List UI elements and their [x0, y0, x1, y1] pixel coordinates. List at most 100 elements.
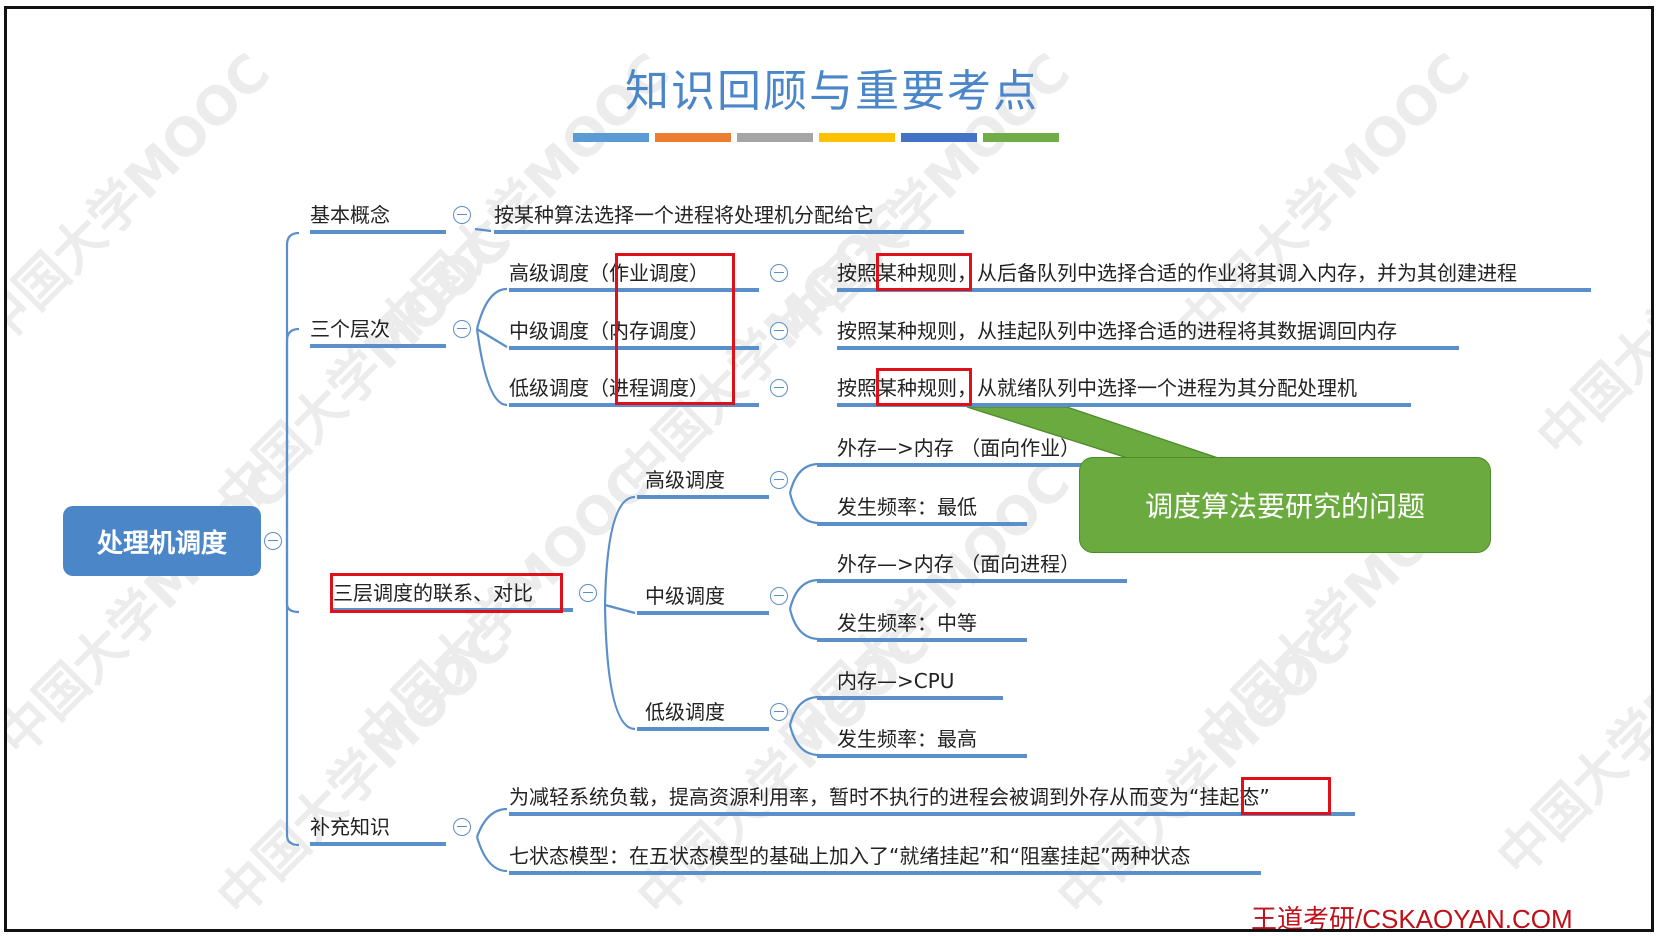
mindmap-connectors [285, 227, 1228, 873]
level-name: 高级调度 [509, 261, 589, 285]
level-alias: （进程调度） [589, 376, 709, 400]
slide-title: 知识回顾与重要考点 [625, 66, 1039, 117]
connector [474, 227, 492, 233]
color-bar [573, 133, 649, 142]
compare-item: 低级调度 [637, 699, 769, 731]
connector [788, 492, 820, 525]
callout-bubble: 调度算法要研究的问题 [1079, 457, 1491, 553]
connector [603, 495, 636, 606]
connector [476, 328, 508, 348]
desc-text: 按某种算法选择一个进程将处理机分配给它 [494, 203, 874, 227]
color-bar [901, 133, 977, 142]
branch-label: 补充知识 [310, 815, 390, 839]
connector [788, 462, 820, 494]
color-bar [983, 133, 1059, 142]
compare-detail: 发生频率：最低 [817, 494, 1027, 526]
collapse-toggle-icon[interactable] [453, 206, 471, 224]
collapse-toggle-icon[interactable] [453, 320, 471, 338]
connector [788, 695, 820, 726]
level-name: 低级调度 [509, 376, 589, 400]
desc-text: 某种规则 [877, 376, 957, 400]
connector [285, 231, 300, 537]
compare-detail: 内存—>CPU [817, 668, 1003, 700]
compare-item: 中级调度 [637, 583, 769, 615]
extra-text: 七状态模型：在五状态模型的基础上加入了“就绪挂起”和“阻塞挂起”两种状态 [509, 844, 1191, 868]
connector [475, 836, 508, 873]
connector [285, 537, 300, 614]
connector [285, 327, 300, 537]
desc-text: 按照 [837, 261, 877, 285]
connector [475, 807, 508, 838]
connector [603, 604, 636, 731]
detail-text: 发生频率：中等 [837, 611, 977, 635]
level-item: 高级调度（作业调度） [509, 260, 759, 292]
level-item: 低级调度（进程调度） [509, 375, 759, 407]
level-item: 中级调度（内存调度） [509, 318, 759, 350]
highlight-box [615, 253, 735, 405]
footer-brand: 王道考研/CSKAOYAN.COM [1251, 904, 1573, 932]
compare-item: 高级调度 [637, 467, 769, 499]
compare-detail: 外存—>内存 （面向进程） [817, 551, 1127, 583]
color-bar [655, 133, 731, 142]
collapse-toggle-icon[interactable] [770, 587, 788, 605]
detail-text: 发生频率：最低 [837, 495, 977, 519]
level-alias: （内存调度） [589, 319, 709, 343]
collapse-toggle-icon[interactable] [770, 703, 788, 721]
compare-name: 低级调度 [645, 700, 725, 724]
extra-text: “挂起态” [1189, 785, 1270, 809]
highlight-box [1241, 777, 1331, 815]
detail-text: 内存—>CPU [837, 669, 955, 693]
branch-three-levels: 三个层次 [310, 316, 446, 348]
detail-text: 外存—>内存 （面向进程） [837, 552, 1081, 576]
collapse-toggle-icon[interactable] [770, 322, 788, 340]
desc-text: ，从就绪队列中选择一个进程为其分配处理机 [957, 376, 1357, 400]
basic-concept-desc: 按某种算法选择一个进程将处理机分配给它 [494, 202, 964, 234]
extra-item: 为减轻系统负载，提高资源利用率，暂时不执行的进程会被调到外存从而变为“挂起态” [509, 784, 1355, 816]
branch-label: 三个层次 [310, 317, 390, 341]
color-bar [819, 133, 895, 142]
detail-text: 外存—>内存 （面向作业） [837, 436, 1081, 460]
level-desc: 按照某种规则，从就绪队列中选择一个进程为其分配处理机 [837, 375, 1411, 407]
compare-name: 中级调度 [645, 584, 725, 608]
compare-detail: 发生频率：中等 [817, 610, 1027, 642]
desc-text: ，从后备队列中选择合适的作业将其调入内存，并为其创建进程 [957, 261, 1517, 285]
detail-text: 发生频率：最高 [837, 727, 977, 751]
level-desc: 按照某种规则，从挂起队列中选择合适的进程将其数据调回内存 [837, 318, 1459, 350]
level-alias: （作业调度） [589, 261, 709, 285]
collapse-toggle-icon[interactable] [770, 471, 788, 489]
connector [788, 578, 820, 610]
desc-text: 某种规则 [877, 261, 957, 285]
branch-basic-concept: 基本概念 [310, 202, 446, 234]
compare-detail: 发生频率：最高 [817, 726, 1027, 758]
collapse-toggle-icon[interactable] [770, 264, 788, 282]
highlight-box [876, 368, 972, 406]
branch-label: 基本概念 [310, 203, 390, 227]
desc-text: 按照 [837, 376, 877, 400]
connector [285, 537, 300, 847]
mindmap-root: 处理机调度 [63, 506, 261, 576]
connector [604, 603, 636, 615]
branch-extra: 补充知识 [310, 814, 446, 846]
collapse-toggle-icon[interactable] [453, 818, 471, 836]
desc-text: 某种规则 [877, 319, 957, 343]
desc-text: ，从挂起队列中选择合适的进程将其数据调回内存 [957, 319, 1397, 343]
connector [475, 328, 508, 407]
highlight-box [876, 253, 972, 291]
highlight-box [330, 573, 563, 613]
color-bar [737, 133, 813, 142]
level-name: 中级调度 [509, 319, 589, 343]
compare-name: 高级调度 [645, 468, 725, 492]
collapse-toggle-icon[interactable] [579, 584, 597, 602]
connector [788, 724, 820, 757]
desc-text: 按照 [837, 319, 877, 343]
compare-detail: 外存—>内存 （面向作业） [817, 435, 1099, 467]
connector [788, 608, 820, 641]
extra-item: 七状态模型：在五状态模型的基础上加入了“就绪挂起”和“阻塞挂起”两种状态 [509, 843, 1261, 875]
level-desc: 按照某种规则，从后备队列中选择合适的作业将其调入内存，并为其创建进程 [837, 260, 1591, 292]
branch-label: 三层调度的联系、对比 [333, 581, 533, 605]
connector [475, 287, 508, 330]
collapse-toggle-icon[interactable] [770, 379, 788, 397]
slide: 中国大学MOOC 中国大学MOOC 中国大学MOOC 中国大学MOOC 中国大学… [4, 6, 1654, 932]
collapse-toggle-icon[interactable] [264, 532, 282, 550]
extra-text: 为减轻系统负载，提高资源利用率，暂时不执行的进程会被调到外存从而变为 [509, 785, 1189, 809]
